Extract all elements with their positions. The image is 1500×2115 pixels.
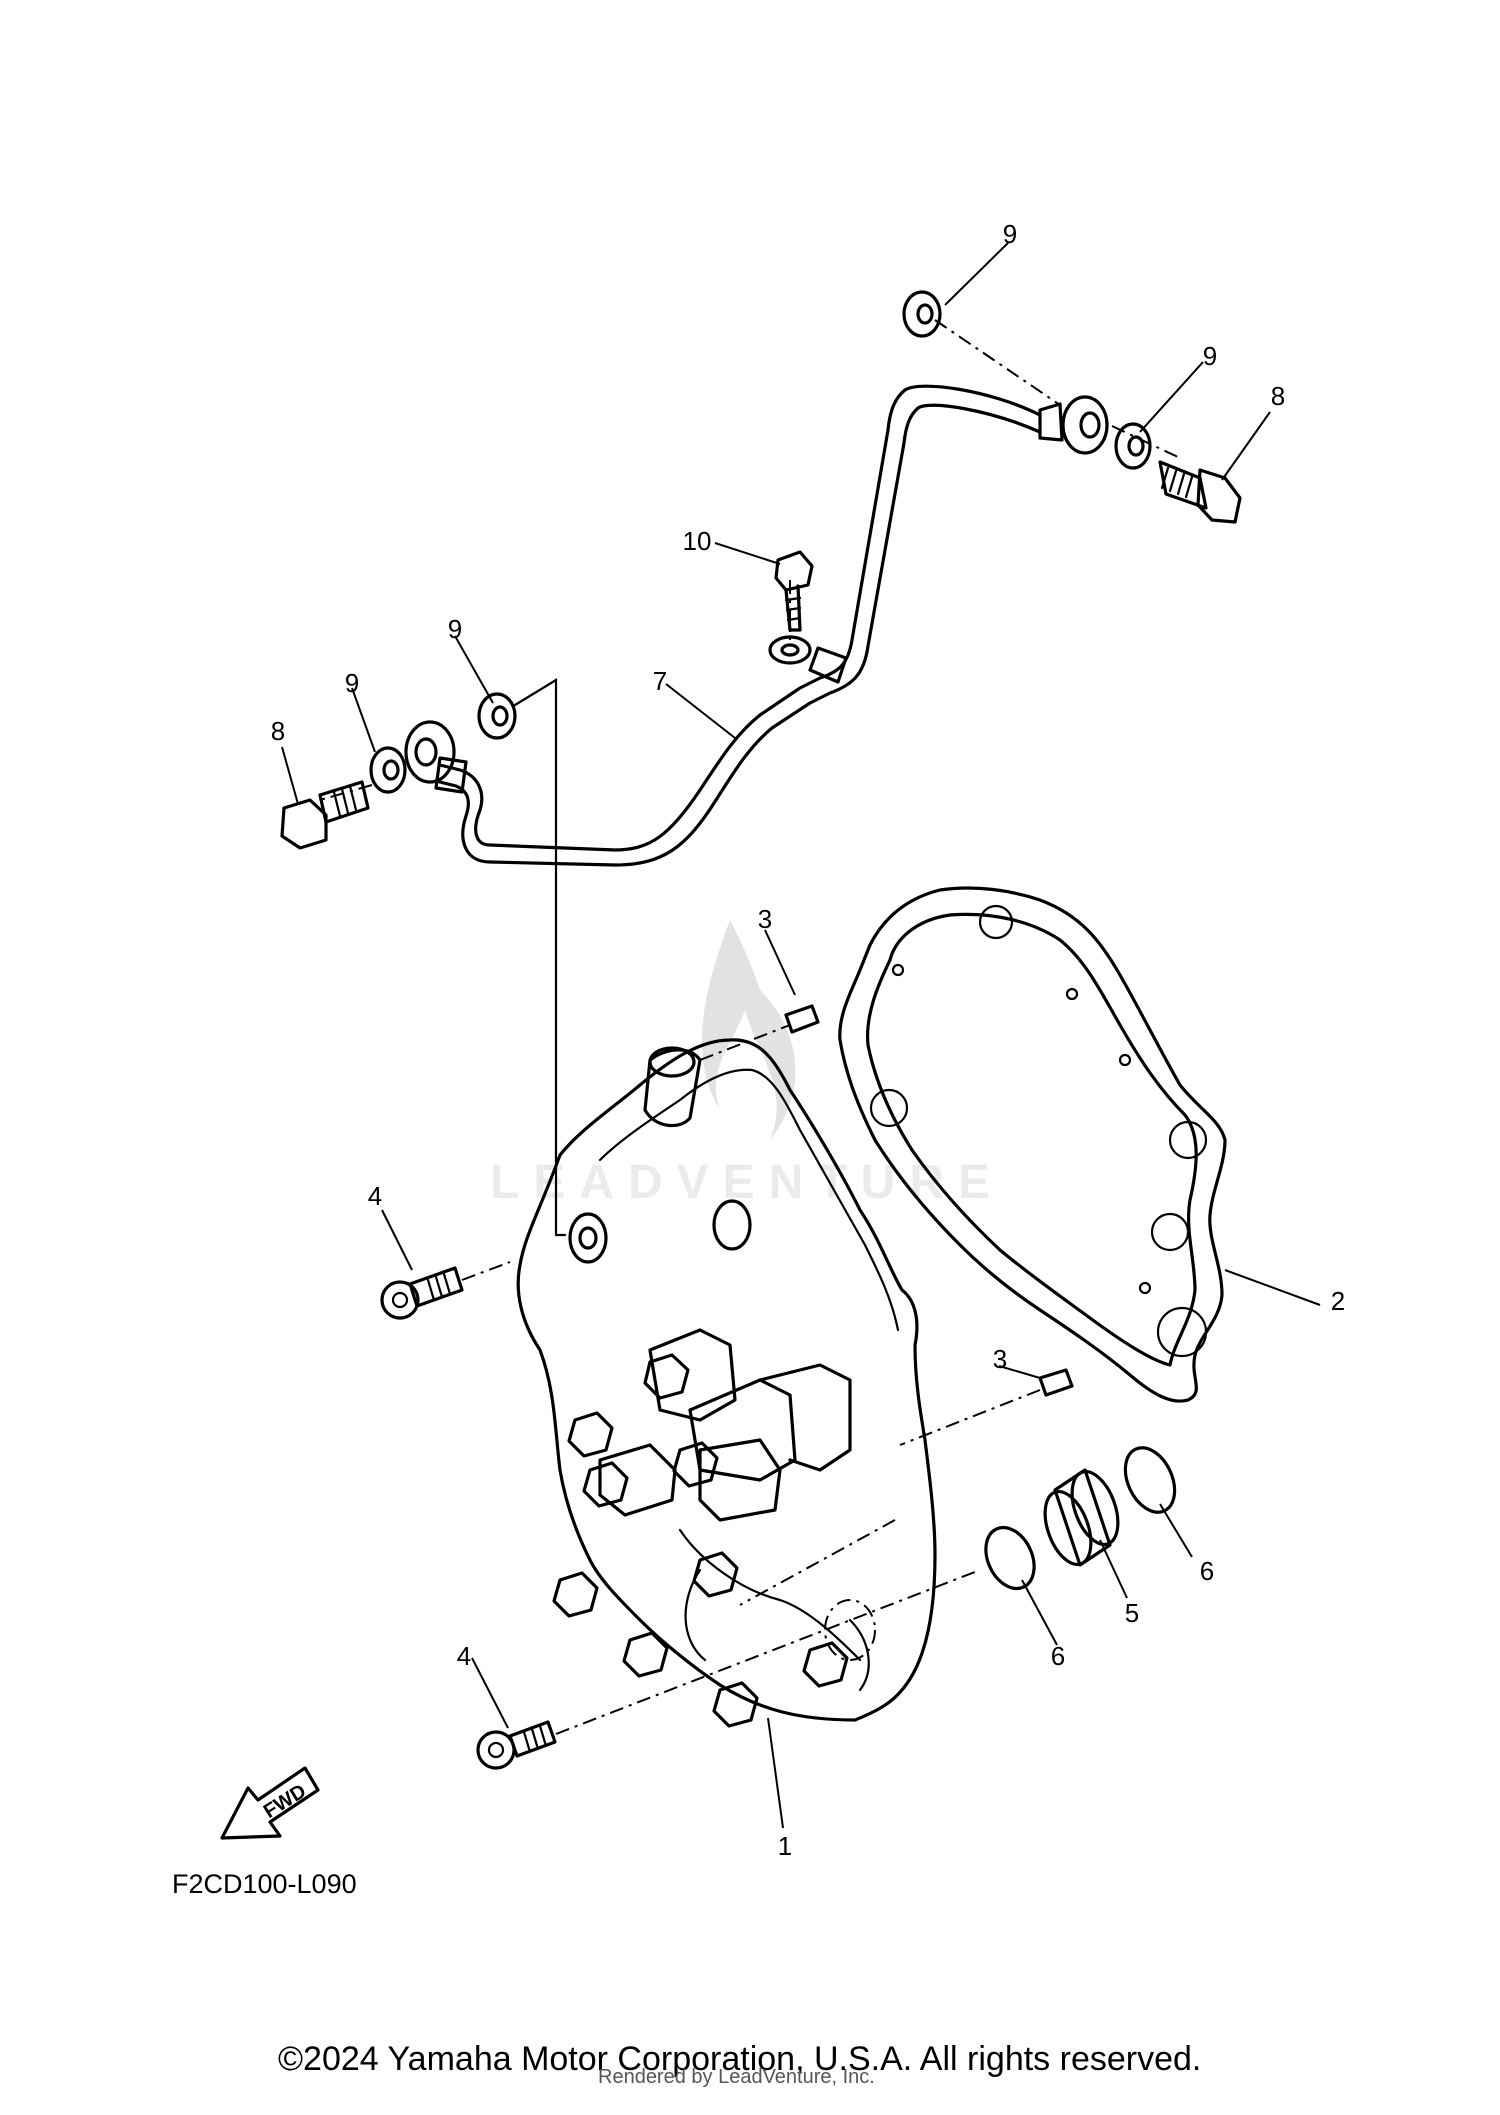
callouts: 9 9 8 10 7 9 9 8 3 2 4 3 4 6 5 6 1 <box>271 219 1345 1861</box>
washer-9-lower-left <box>369 746 407 794</box>
leadventure-watermark: LEADVENTURE <box>490 920 1004 1209</box>
callout-8-right: 8 <box>1271 381 1285 411</box>
leader-lines <box>281 242 1321 1829</box>
dowel-pin-3-lower <box>1038 1368 1074 1397</box>
rendered-by-credit: Rendered by LeadVenture, Inc. <box>598 2066 875 2088</box>
callout-4-lower: 4 <box>457 1641 471 1671</box>
gasket <box>838 886 1227 1403</box>
washer-9-right <box>1114 422 1152 470</box>
cover-bolt-heads <box>552 1353 849 1728</box>
callout-9-right: 9 <box>1203 341 1217 371</box>
callout-5: 5 <box>1125 1598 1139 1628</box>
dowel-pin-3-upper <box>784 1004 820 1034</box>
callout-4-upper: 4 <box>368 1181 382 1211</box>
callout-6-front: 6 <box>1051 1641 1065 1671</box>
oil-pipe <box>404 384 1109 867</box>
oil-pump-cover <box>516 1038 937 1728</box>
callout-10: 10 <box>683 526 712 556</box>
washer-9-top <box>902 290 942 338</box>
bolt-4-upper <box>380 1266 464 1320</box>
callout-1: 1 <box>778 1831 792 1861</box>
callout-9-left: 9 <box>448 614 462 644</box>
diagram-code: F2CD100-L090 <box>172 1869 357 1899</box>
bolt-10 <box>774 550 814 632</box>
watermark-text: LEADVENTURE <box>490 1156 1004 1209</box>
callout-3-upper: 3 <box>758 904 772 934</box>
collar-5 <box>1043 1468 1120 1567</box>
callout-8-left: 8 <box>271 716 285 746</box>
o-ring-6-front <box>984 1525 1036 1591</box>
callout-2: 2 <box>1331 1286 1345 1316</box>
o-ring-6-rear <box>1123 1446 1177 1514</box>
fwd-label: FWD <box>260 1780 310 1823</box>
gasket-holes <box>869 904 1208 1358</box>
callout-9-top: 9 <box>1003 219 1017 249</box>
callout-3-lower: 3 <box>993 1344 1007 1374</box>
callout-7: 7 <box>653 666 667 696</box>
washer-9-left <box>477 692 517 740</box>
callout-6-rear: 6 <box>1200 1556 1214 1586</box>
bolt-4-lower <box>476 1720 557 1770</box>
copyright-notice: ©2024 Yamaha Motor Corporation, U.S.A. A… <box>278 2040 1201 2078</box>
fwd-arrow-icon: FWD <box>220 1766 320 1840</box>
flame-logo-icon <box>701 920 796 1140</box>
union-bolt-8-right <box>1158 460 1242 524</box>
union-bolt-8-left <box>280 780 370 850</box>
callout-9-lower-left: 9 <box>345 668 359 698</box>
